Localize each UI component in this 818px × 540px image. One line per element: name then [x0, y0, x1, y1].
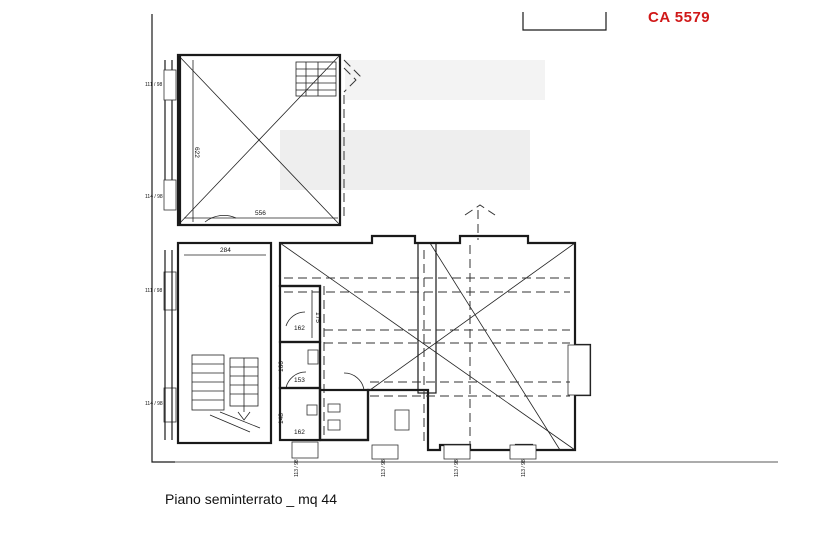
scan-shading	[280, 60, 545, 190]
sink-icon	[307, 349, 319, 365]
bath-depth-label: 175	[314, 312, 321, 323]
service-width-label: 162	[294, 429, 305, 436]
service-room: 148 162	[278, 386, 322, 442]
sink-icon	[327, 403, 341, 413]
party-wall-line	[151, 14, 175, 463]
utility-room	[394, 409, 410, 431]
upper-depth-label: 622	[193, 147, 200, 158]
stair-flight-icon	[295, 61, 337, 97]
sink-icon	[394, 409, 410, 431]
stair-hall: 284	[176, 241, 273, 445]
stair-arrow-dashed	[343, 59, 361, 93]
wc-width-label: 153	[294, 377, 305, 384]
window-height-label: 111 / 98	[145, 82, 163, 88]
left-facade	[163, 60, 177, 440]
upper-depth-dimension: 622	[192, 60, 200, 222]
window-height-label: 113 / 98	[294, 459, 300, 477]
window-height-label: 113 / 98	[521, 459, 527, 477]
window-bay	[417, 242, 591, 396]
door-swing-icon	[285, 311, 306, 327]
plan-caption: Piano seminterrato _ mq 44	[165, 491, 337, 507]
wc-room: 166 153	[278, 340, 322, 390]
ceiling-dashed-lines	[284, 204, 570, 445]
bathroom-1: 175 162	[278, 284, 322, 344]
window-height-label: 111 / 98	[145, 288, 163, 294]
window-height-label: 114 / 98	[145, 401, 163, 407]
bottom-windows	[291, 441, 537, 460]
sink-icon	[306, 404, 318, 416]
stair-width-label: 284	[220, 247, 231, 254]
window-height-label: 114 / 98	[145, 194, 163, 200]
wc-depth-label: 166	[278, 361, 285, 372]
stair-flight-icon	[191, 354, 261, 433]
neighbor-outline	[522, 12, 607, 31]
window-height-label: 113 / 98	[381, 459, 387, 477]
bath-width-label: 162	[294, 325, 305, 332]
door-swing-icon	[285, 371, 307, 389]
door-swing-icon	[343, 372, 365, 391]
upper-width-dimension: 556	[184, 210, 338, 219]
window-height-label: 113 / 98	[454, 459, 460, 477]
door-swing-icon	[204, 214, 237, 223]
upper-width-label: 556	[255, 210, 266, 217]
reference-code: CA 5579	[648, 9, 711, 26]
laundry-room	[318, 372, 370, 442]
toilet-icon	[327, 419, 341, 431]
service-depth-label: 148	[278, 413, 285, 424]
